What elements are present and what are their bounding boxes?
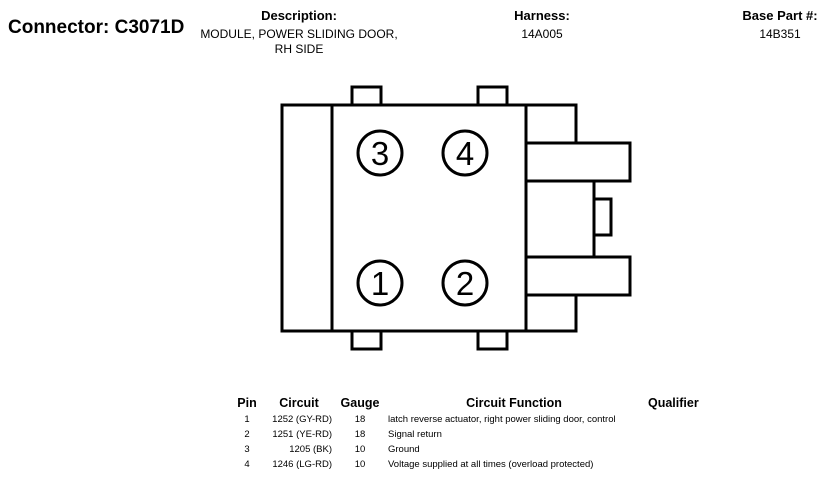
row-function: Voltage supplied at all times (overload … — [388, 459, 594, 470]
row-pin: 4 — [244, 459, 250, 470]
row-circuit: 1252 (GY-RD) — [272, 414, 332, 425]
center-block — [524, 179, 596, 259]
base-part-value: 14B351 — [759, 27, 801, 41]
connector-body — [280, 103, 528, 333]
header-circuit: Circuit — [279, 396, 319, 410]
harness-value: 14A005 — [521, 27, 563, 41]
row-function: Signal return — [388, 429, 442, 440]
row-circuit: 1246 (LG-RD) — [272, 459, 332, 470]
pin-1-cavity — [356, 259, 404, 307]
row-pin: 2 — [244, 429, 250, 440]
header-circuit-function: Circuit Function — [466, 396, 562, 410]
row-pin: 3 — [244, 444, 250, 455]
row-gauge: 10 — [354, 459, 366, 470]
header-qualifier: Qualifier — [648, 396, 699, 410]
connector-title: Connector: C3071D — [8, 17, 185, 38]
header-pin: Pin — [237, 396, 257, 410]
row-gauge: 10 — [354, 444, 366, 455]
top-tab-left — [350, 85, 383, 107]
connector-diagram: 3 4 1 2 — [280, 85, 632, 351]
upper-terminal-slot — [524, 141, 632, 183]
description-label: Description: — [261, 8, 337, 23]
bottom-tab-left — [350, 329, 383, 351]
row-function: latch reverse actuator, right power slid… — [388, 414, 616, 425]
pin-3-cavity — [356, 129, 404, 177]
pin-2-cavity — [441, 259, 489, 307]
pin-table-header: Pin Circuit Gauge Circuit Function Quali… — [232, 396, 712, 412]
table-row: 2 1251 (YE-RD) 18 Signal return — [232, 427, 712, 442]
row-qualifier — [644, 442, 712, 457]
row-circuit: 1205 (BK) — [289, 444, 332, 455]
description-line-2: RH SIDE — [274, 42, 324, 56]
pin-table: Pin Circuit Gauge Circuit Function Quali… — [232, 396, 712, 472]
row-circuit: 1251 (YE-RD) — [272, 429, 332, 440]
row-function: Ground — [388, 444, 420, 455]
pin-4-label: 4 — [456, 135, 474, 172]
lower-terminal-slot — [524, 255, 632, 297]
description-value: MODULE, POWER SLIDING DOOR, RH SIDE — [184, 27, 414, 57]
description-line-1: MODULE, POWER SLIDING DOOR, — [200, 27, 398, 41]
base-part-label: Base Part #: — [742, 8, 818, 23]
table-row: 3 1205 (BK) 10 Ground — [232, 442, 712, 457]
pin-3-label: 3 — [371, 135, 389, 172]
bottom-tab-right — [476, 329, 509, 351]
table-row: 4 1246 (LG-RD) 10 Voltage supplied at al… — [232, 457, 712, 472]
pin-1-label: 1 — [371, 265, 389, 302]
row-qualifier — [644, 427, 712, 442]
table-row: 1 1252 (GY-RD) 18 latch reverse actuator… — [232, 412, 712, 427]
row-gauge: 18 — [354, 429, 366, 440]
row-pin: 1 — [244, 414, 250, 425]
row-qualifier — [644, 412, 712, 427]
pin-4-cavity — [441, 129, 489, 177]
center-nub — [592, 197, 613, 237]
header-gauge: Gauge — [340, 396, 380, 410]
row-gauge: 18 — [354, 414, 366, 425]
harness-label: Harness: — [514, 8, 570, 23]
pin-2-label: 2 — [456, 265, 474, 302]
top-tab-right — [476, 85, 509, 107]
row-qualifier — [644, 457, 712, 472]
